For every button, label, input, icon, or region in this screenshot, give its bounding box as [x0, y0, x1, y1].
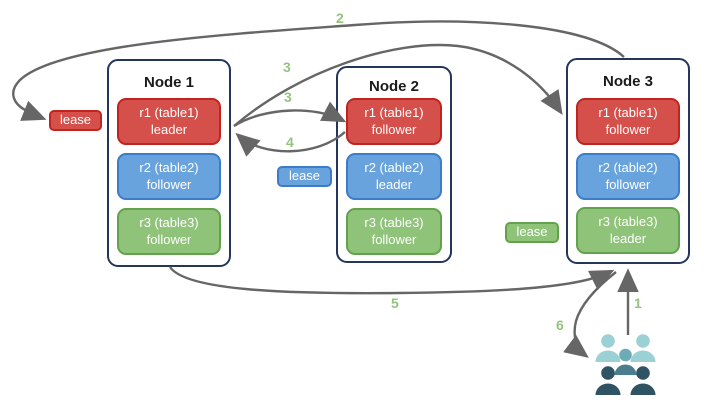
step-label-1: 1 [634, 295, 642, 311]
replica-role: leader [609, 230, 647, 246]
node2-title: Node 2 [368, 78, 419, 95]
arrow-step3-node1-to-node2 [233, 101, 347, 128]
node1-title: Node 1 [143, 74, 194, 91]
node1-replica-r3: r3 (table3) follower [117, 208, 221, 255]
step-label-5: 5 [391, 295, 399, 311]
replica-name: r2 (table2) [364, 159, 424, 175]
step-label-4: 4 [286, 134, 294, 150]
node2-replica-r3: r3 (table3) follower [346, 208, 442, 255]
node3-title: Node 3 [602, 73, 653, 90]
node2-replica-r2: r2 (table2) leader [346, 153, 442, 200]
replica-name: r1 (table1) [139, 104, 199, 120]
node3-replica-r1: r1 (table1) follower [576, 98, 680, 145]
users-icon [595, 334, 656, 395]
replica-name: r3 (table3) [139, 214, 199, 230]
replica-role: follower [605, 121, 651, 137]
replica-role: follower [605, 176, 651, 192]
lease-badge-table2: lease [277, 166, 332, 187]
replica-role: leader [375, 176, 413, 192]
step-label-3a: 3 [283, 59, 291, 75]
node1-replica-r2: r2 (table2) follower [117, 153, 221, 200]
replica-role: follower [146, 231, 192, 247]
node2-box: Node 2 r1 (table1) follower r2 (table2) … [336, 66, 452, 263]
node3-box: Node 3 r1 (table1) follower r2 (table2) … [566, 58, 690, 264]
replica-name: r3 (table3) [598, 213, 658, 229]
lease-badge-table1: lease [49, 110, 102, 131]
arrow-step2-node3-to-lease1 [12, 20, 625, 121]
replica-name: r2 (table2) [139, 159, 199, 175]
step-label-2: 2 [336, 10, 344, 26]
replica-role: follower [371, 121, 417, 137]
step-label-3b: 3 [284, 89, 292, 105]
replica-name: r3 (table3) [364, 214, 424, 230]
arrow-step5-node1-to-node3 [169, 266, 615, 295]
node2-replica-r1: r1 (table1) follower [346, 98, 442, 145]
arrow-step6-node3-to-users [563, 271, 617, 358]
node1-replica-r1: r1 (table1) leader [117, 98, 221, 145]
replica-name: r1 (table1) [598, 104, 658, 120]
node3-replica-r2: r2 (table2) follower [576, 153, 680, 200]
lease-badge-table3: lease [505, 222, 559, 243]
replica-role: follower [371, 231, 417, 247]
replica-name: r1 (table1) [364, 104, 424, 120]
node3-replica-r3: r3 (table3) leader [576, 207, 680, 254]
node1-box: Node 1 r1 (table1) leader r2 (table2) fo… [107, 59, 231, 267]
replica-role: follower [146, 176, 192, 192]
replica-name: r2 (table2) [598, 159, 658, 175]
step-label-6: 6 [556, 317, 564, 333]
replica-role: leader [150, 121, 188, 137]
